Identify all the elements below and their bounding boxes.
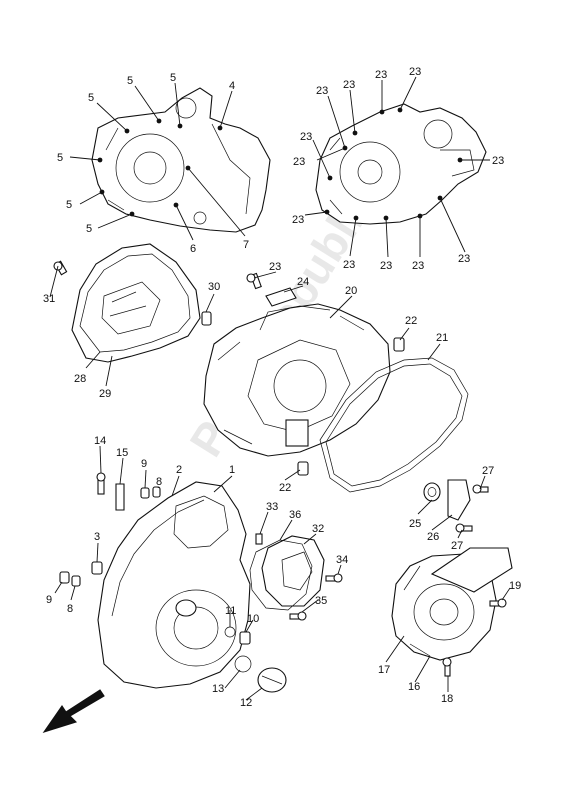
crankcase-cover-1 <box>97 481 251 689</box>
crankcase-body <box>203 303 391 457</box>
gasket-36 <box>249 539 313 611</box>
callout-30: 30 <box>208 281 220 293</box>
bolt-35 <box>289 611 307 621</box>
callout-36: 36 <box>289 509 301 521</box>
dowel-8-upper <box>152 486 161 498</box>
callout-9: 9 <box>46 594 52 606</box>
callout-34: 34 <box>336 554 348 566</box>
bolt-27-upper <box>472 484 489 494</box>
bolt-33 <box>255 533 263 545</box>
callout-18: 18 <box>441 693 453 705</box>
callout-12: 12 <box>240 697 252 709</box>
callout-13: 13 <box>212 683 224 695</box>
dowel-8-lower <box>71 575 81 587</box>
callout-8: 8 <box>67 603 73 615</box>
callout-16: 16 <box>408 681 420 693</box>
dowel-9-upper <box>140 487 150 499</box>
callout-23: 23 <box>375 69 387 81</box>
callout-23: 23 <box>300 131 312 143</box>
crankcase-right-half <box>315 103 487 225</box>
callout-23: 23 <box>316 85 328 97</box>
callout-17: 17 <box>378 664 390 676</box>
callout-23: 23 <box>343 79 355 91</box>
dowel-30 <box>201 311 212 326</box>
gasket-21 <box>319 357 469 493</box>
callout-3: 3 <box>94 531 100 543</box>
callout-31: 31 <box>43 293 55 305</box>
callout-23: 23 <box>343 259 355 271</box>
callout-21: 21 <box>436 332 448 344</box>
callout-1: 1 <box>229 464 235 476</box>
dowel-9-lower <box>59 571 70 584</box>
callout-6: 6 <box>190 243 196 255</box>
callout-22: 22 <box>279 482 291 494</box>
front-direction-arrow-icon <box>42 689 105 734</box>
callout-7: 7 <box>243 239 249 251</box>
callout-26: 26 <box>427 531 439 543</box>
callout-32: 32 <box>312 523 324 535</box>
callout-33: 33 <box>266 501 278 513</box>
crankcase-left-half <box>91 87 271 233</box>
callout-14: 14 <box>94 435 106 447</box>
o-ring-13 <box>234 655 252 673</box>
dowel-3 <box>91 561 103 575</box>
callout-10: 10 <box>247 613 259 625</box>
callout-29: 29 <box>99 388 111 400</box>
callout-5: 5 <box>66 199 72 211</box>
callout-5: 5 <box>88 92 94 104</box>
callout-23: 23 <box>293 156 305 168</box>
clutch-cover <box>71 243 201 363</box>
pump-cover-32 <box>261 535 325 607</box>
callout-15: 15 <box>116 447 128 459</box>
callout-23: 23 <box>292 214 304 226</box>
callout-20: 20 <box>345 285 357 297</box>
leader-lines <box>49 76 511 701</box>
callout-23: 23 <box>409 66 421 78</box>
callout-27: 27 <box>451 540 463 552</box>
oil-seal-25 <box>423 482 441 502</box>
callout-8: 8 <box>156 476 162 488</box>
callout-4: 4 <box>229 80 235 92</box>
bracket-24 <box>265 287 297 307</box>
plug-10 <box>239 631 251 645</box>
bolt-34 <box>325 573 343 583</box>
callout-22: 22 <box>405 315 417 327</box>
bolt-18 <box>442 657 452 677</box>
generator-cover <box>391 547 513 661</box>
bolt-14 <box>96 472 106 495</box>
dowel-22-lower <box>297 461 309 476</box>
callout-23: 23 <box>412 260 424 272</box>
callout-5: 5 <box>127 75 133 87</box>
callout-2: 2 <box>176 464 182 476</box>
callout-24: 24 <box>297 276 309 288</box>
plug-12 <box>257 667 287 693</box>
callout-labels: 5 5 4 5 5 5 5 6 7 23 23 23 23 23 23 23 2… <box>43 66 521 709</box>
callout-23: 23 <box>458 253 470 265</box>
bracket-15 <box>115 483 125 511</box>
callout-5: 5 <box>86 223 92 235</box>
callout-27: 27 <box>482 465 494 477</box>
callout-19: 19 <box>509 580 521 592</box>
bolt-19 <box>489 598 507 608</box>
callout-25: 25 <box>409 518 421 530</box>
callout-35: 35 <box>315 595 327 607</box>
callout-28: 28 <box>74 373 86 385</box>
bolt-27-lower <box>455 523 473 533</box>
callout-23: 23 <box>492 155 504 167</box>
callout-23: 23 <box>269 261 281 273</box>
plate-26 <box>447 479 471 521</box>
callout-11: 11 <box>225 605 236 617</box>
callout-5: 5 <box>57 152 63 164</box>
callout-9: 9 <box>141 458 147 470</box>
callout-5: 5 <box>170 72 176 84</box>
callout-23: 23 <box>380 260 392 272</box>
dowel-22-upper <box>393 337 405 352</box>
bolt-23-stud <box>246 272 262 290</box>
